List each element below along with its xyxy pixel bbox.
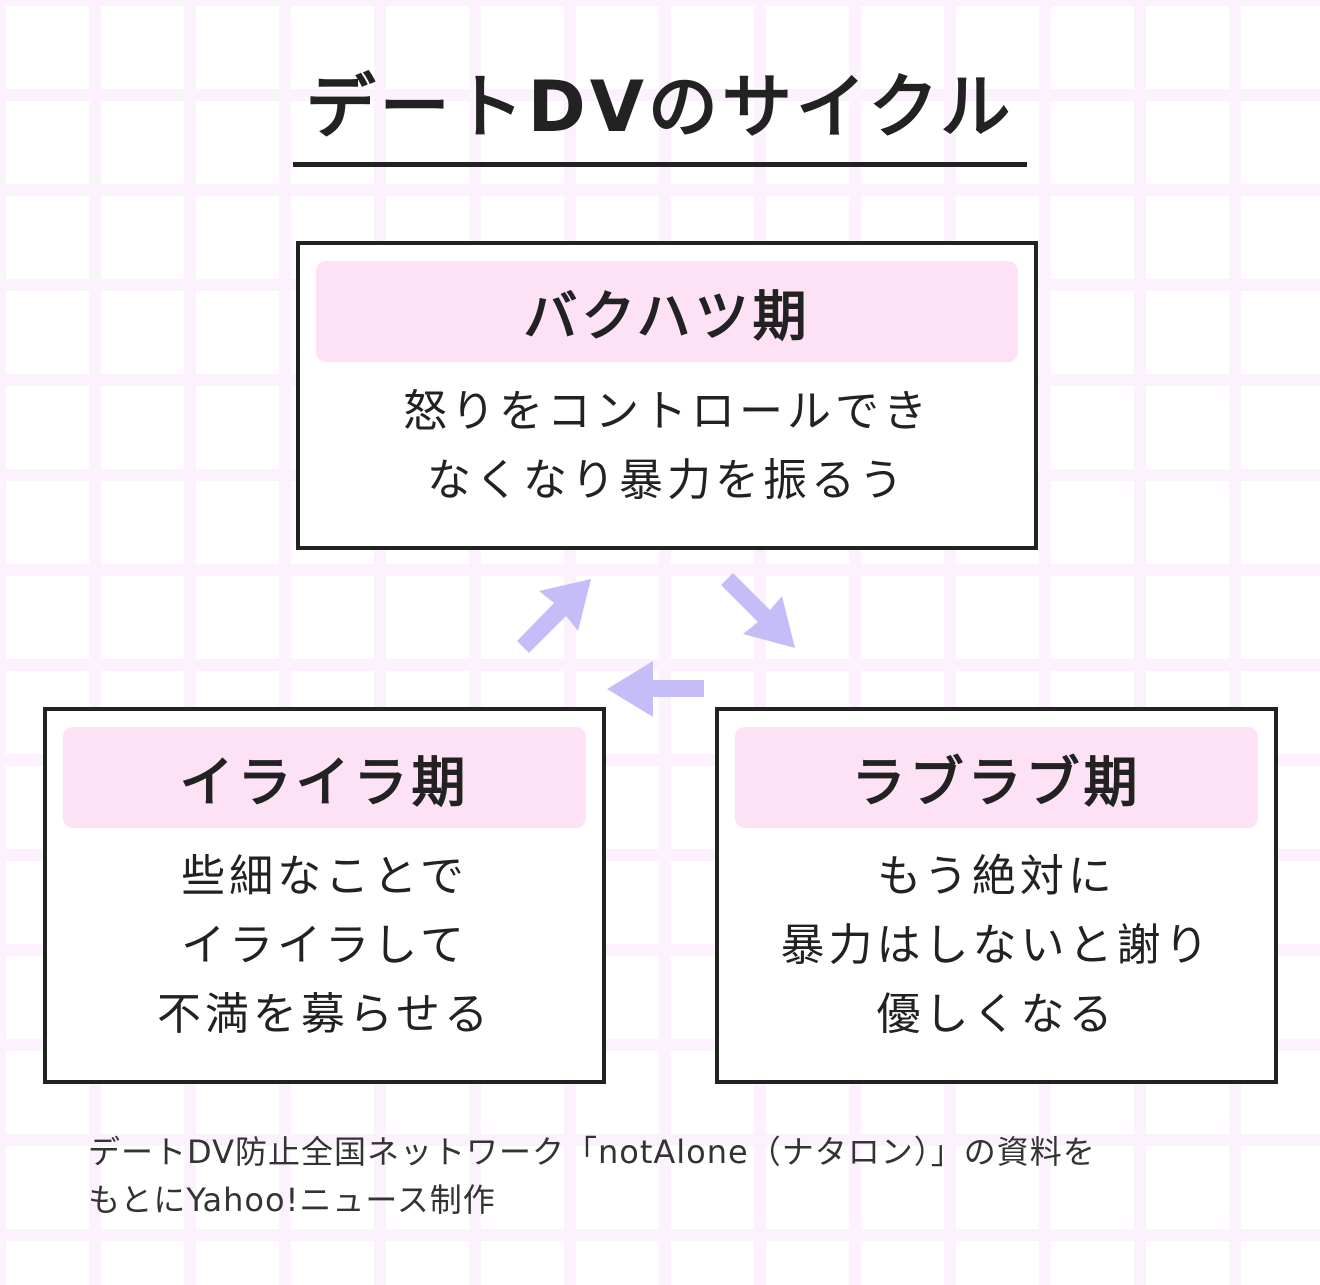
phase-description-line: もう絶対に bbox=[877, 851, 1116, 902]
phase-description-line: 些細なことで bbox=[181, 851, 468, 902]
phase-title: イライラ期 bbox=[63, 727, 586, 828]
phase-title: バクハツ期 bbox=[316, 261, 1018, 362]
arrow-up-right-icon bbox=[517, 579, 591, 653]
phase-title: ラブラブ期 bbox=[735, 727, 1258, 828]
phase-box-honeymoon: ラブラブ期 もう絶対に 暴力はしないと謝り 優しくなる bbox=[715, 707, 1278, 1084]
source-note: デートDV防止全国ネットワーク「notAlone（ナタロン）」の資料を もとにY… bbox=[88, 1128, 1096, 1224]
phase-description-line: 暴力はしないと謝り bbox=[780, 920, 1213, 971]
title-underline bbox=[293, 162, 1027, 167]
arrow-left-icon bbox=[607, 661, 704, 717]
source-note-line: もとにYahoo!ニュース制作 bbox=[88, 1181, 496, 1219]
phase-description-line: 優しくなる bbox=[876, 989, 1117, 1040]
phase-box-irritation: イライラ期 些細なことで イライラして 不満を募らせる bbox=[43, 707, 606, 1084]
diagram-title: デートDVのサイクル bbox=[305, 66, 1015, 148]
phase-description-line: イライラして bbox=[181, 920, 468, 971]
phase-description-line: なくなり暴力を振るう bbox=[427, 455, 907, 506]
phase-box-explosion: バクハツ期 怒りをコントロールでき なくなり暴力を振るう bbox=[296, 241, 1038, 550]
phase-description-line: 不満を募らせる bbox=[156, 989, 493, 1040]
arrow-down-right-icon bbox=[721, 573, 795, 648]
phase-description-line: 怒りをコントロールでき bbox=[403, 386, 931, 437]
source-note-line: デートDV防止全国ネットワーク「notAlone（ナタロン）」の資料を bbox=[88, 1133, 1096, 1171]
